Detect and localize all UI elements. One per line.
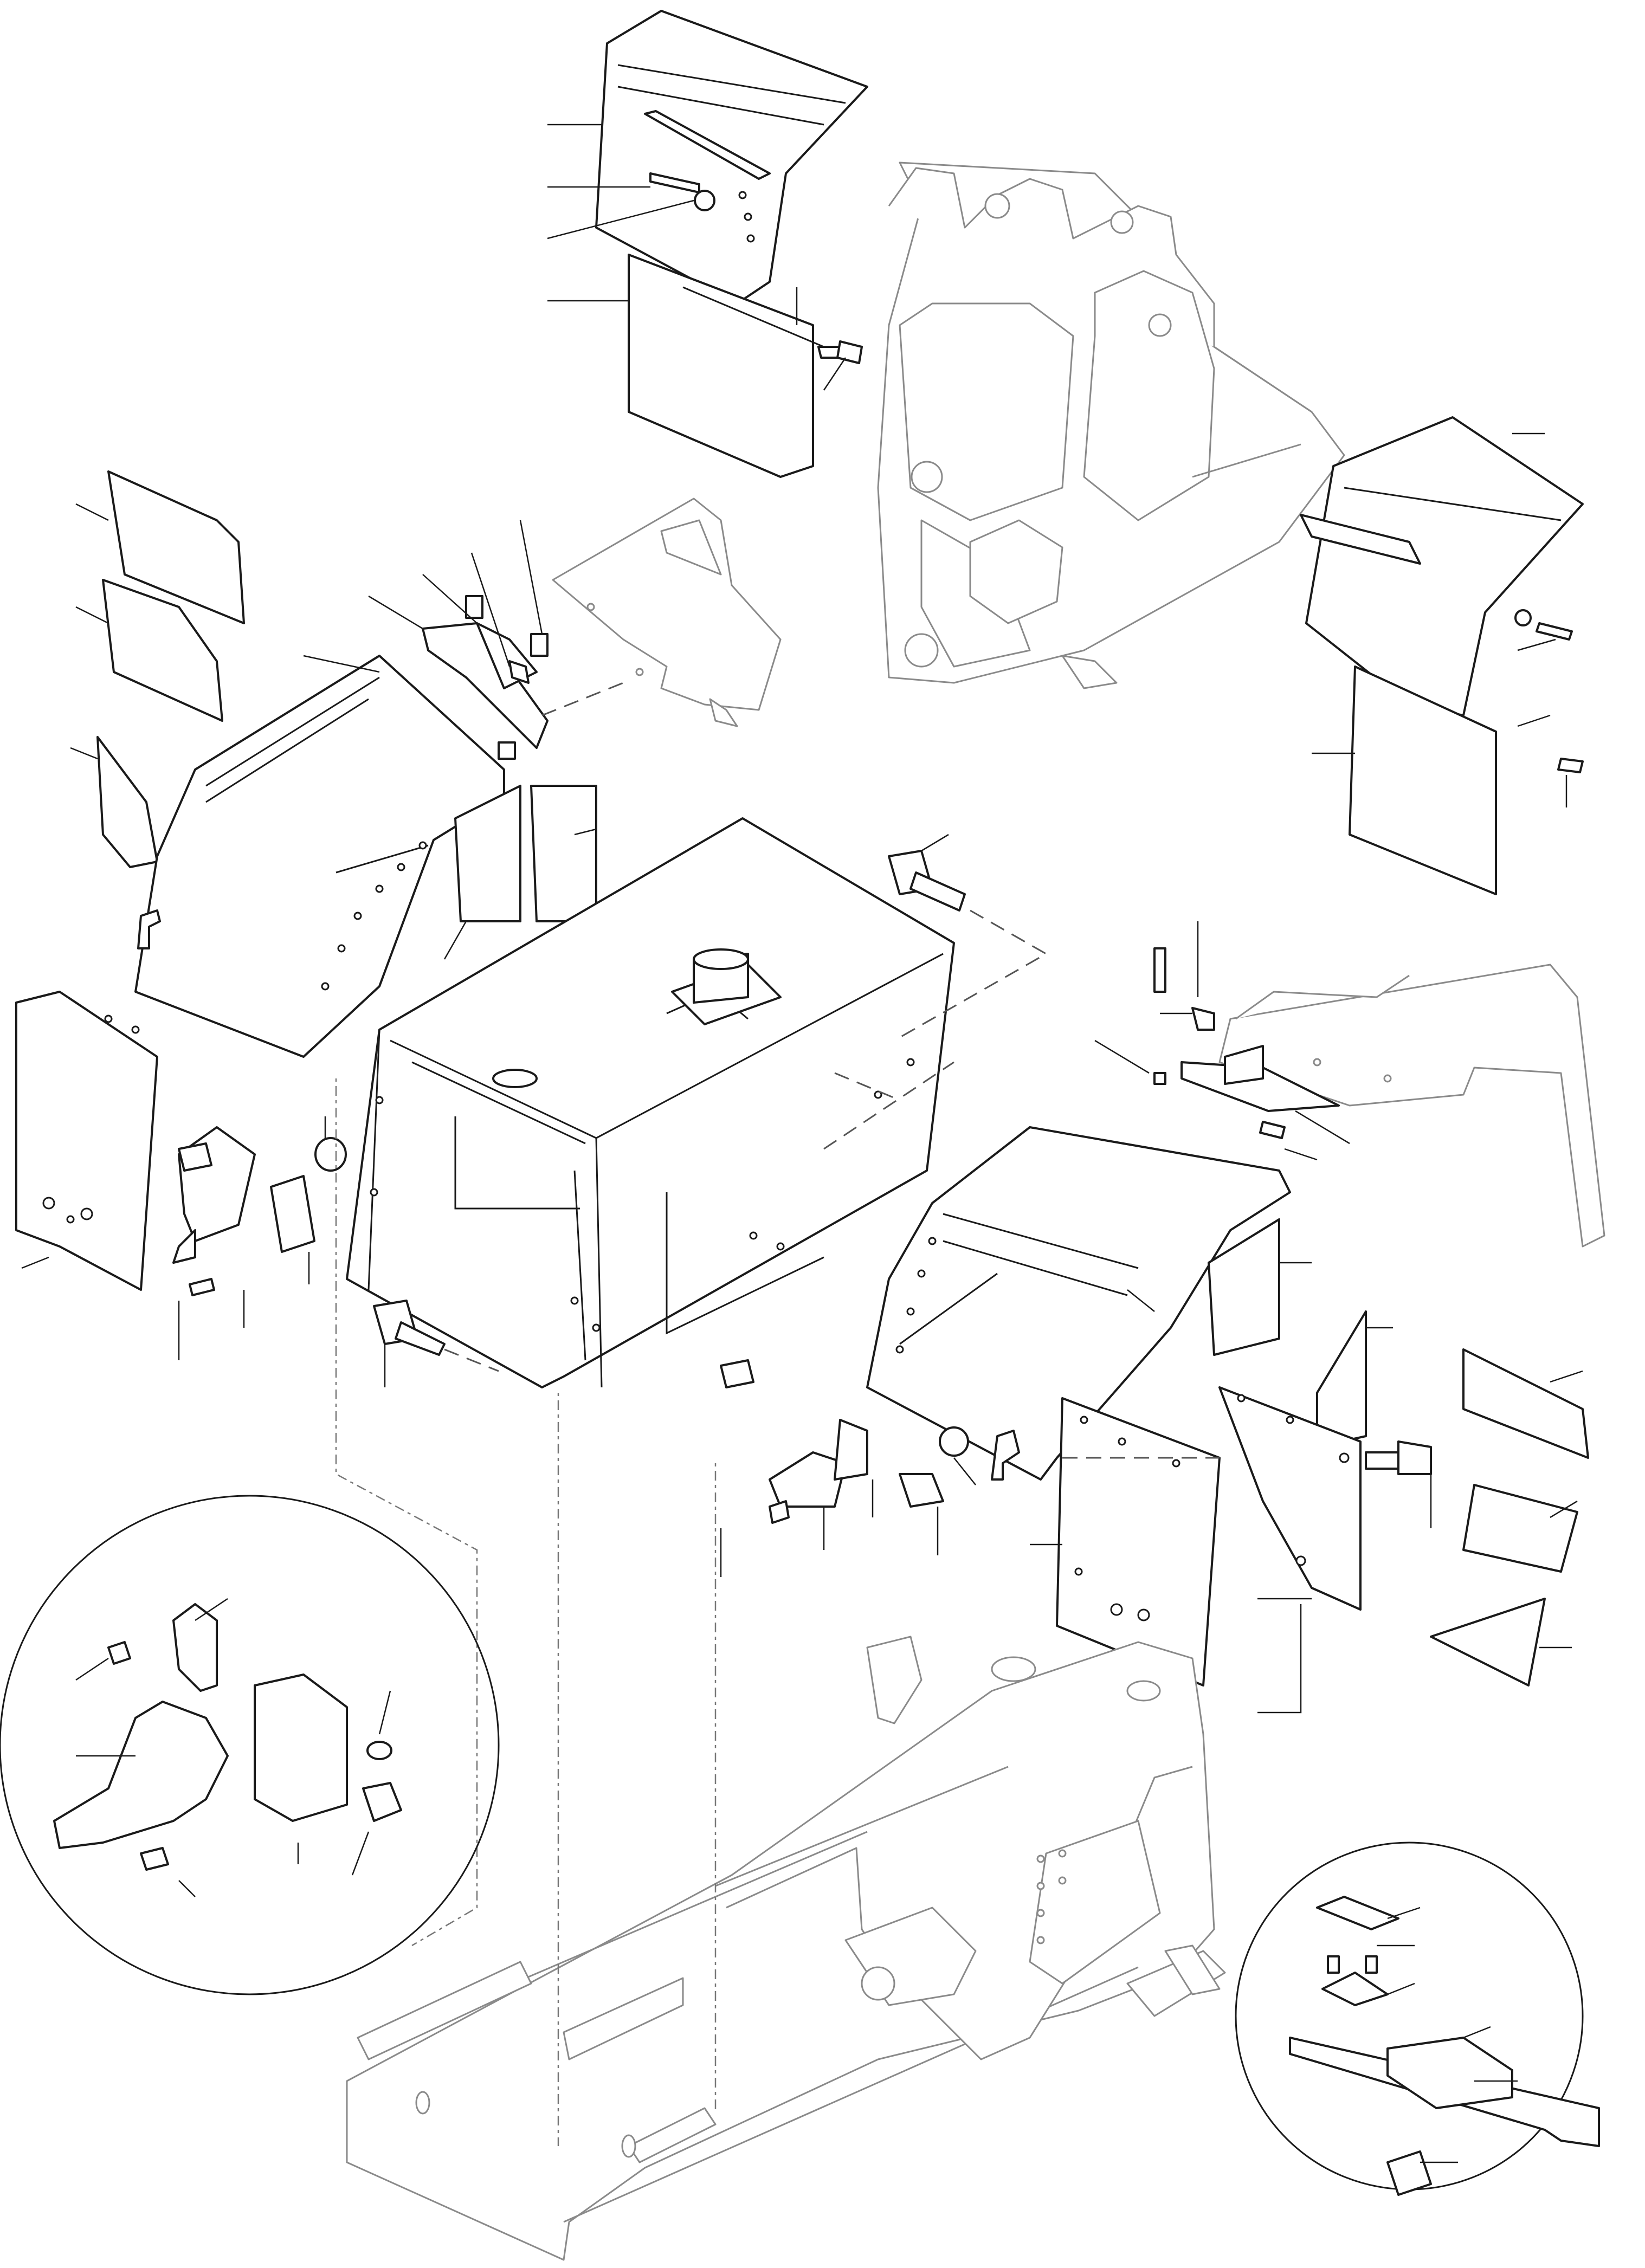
rear-fender-right-upper <box>1300 416 1584 895</box>
rear-fender-left <box>134 655 597 1058</box>
main-frame <box>335 1078 1226 2261</box>
engine-hood-body <box>346 817 955 1388</box>
latch-assembly-left <box>15 991 347 1360</box>
callout-leaders-top <box>547 124 847 391</box>
detail-view-bracket <box>1235 1841 1600 2196</box>
side-cover-hood-left <box>552 497 782 727</box>
bolt-large-top <box>888 833 1048 1042</box>
front-fender-left <box>595 10 868 478</box>
mount-bracket-top-left <box>368 520 624 760</box>
side-panels-left <box>70 470 245 868</box>
latch-assembly-right <box>720 1359 976 1577</box>
boom-bracket <box>877 161 1345 689</box>
detail-view-latch <box>0 1495 500 1995</box>
bolt-large-left <box>373 1300 499 1387</box>
side-panels-right <box>1430 1348 1589 1687</box>
mount-bracket-right <box>1094 921 1350 1161</box>
mudflap-bracket-right <box>1218 1386 1432 1714</box>
mudflap-right <box>1030 1397 1221 1687</box>
